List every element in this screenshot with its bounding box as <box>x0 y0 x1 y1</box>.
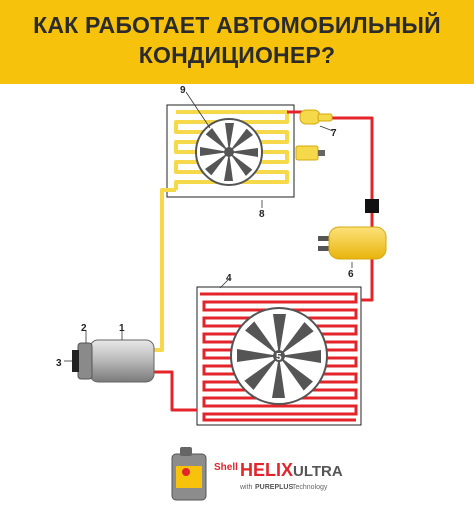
label-7: 7 <box>331 128 337 139</box>
expansion-block-tip <box>318 150 325 156</box>
label-3: 3 <box>56 358 62 369</box>
compressor <box>72 339 155 383</box>
brand-tagline-technology: Technology <box>292 484 328 491</box>
compressor-clutch <box>77 342 93 380</box>
title-line-1: КАК РАБОТАЕТ АВТОМОБИЛЬНЫЙ <box>33 12 441 38</box>
label-2: 2 <box>81 323 87 334</box>
evaporator <box>166 104 325 198</box>
brand-shell: Shell <box>214 462 238 473</box>
yellow-line <box>154 188 176 352</box>
label-8: 8 <box>259 209 265 220</box>
brand-tagline-pureplus: PUREPLUS <box>255 484 293 491</box>
leader-lines <box>64 91 353 362</box>
title-line-2: КОНДИЦИОНЕР? <box>138 42 336 68</box>
condenser-fan <box>237 314 321 398</box>
brand-helix: HELIX <box>240 460 293 480</box>
label-1: 1 <box>119 323 125 334</box>
expansion-block <box>295 145 319 161</box>
compressor-pulley <box>72 350 79 372</box>
shell-helix-bottle <box>171 447 207 501</box>
label-6: 6 <box>348 269 354 280</box>
brand-tagline-with: with <box>239 484 253 491</box>
red-line-top <box>287 110 374 302</box>
condenser <box>196 286 362 426</box>
label-9: 9 <box>180 85 186 96</box>
receiver-drier <box>318 226 387 260</box>
title-banner <box>0 0 474 84</box>
evaporator-fan <box>200 123 258 181</box>
valve-block <box>365 199 379 213</box>
pressure-sensor <box>299 109 333 125</box>
label-4: 4 <box>226 273 232 284</box>
red-line-bottom <box>154 370 197 412</box>
brand-ultra: ULTRA <box>293 463 343 480</box>
label-5: 5 <box>276 352 282 363</box>
